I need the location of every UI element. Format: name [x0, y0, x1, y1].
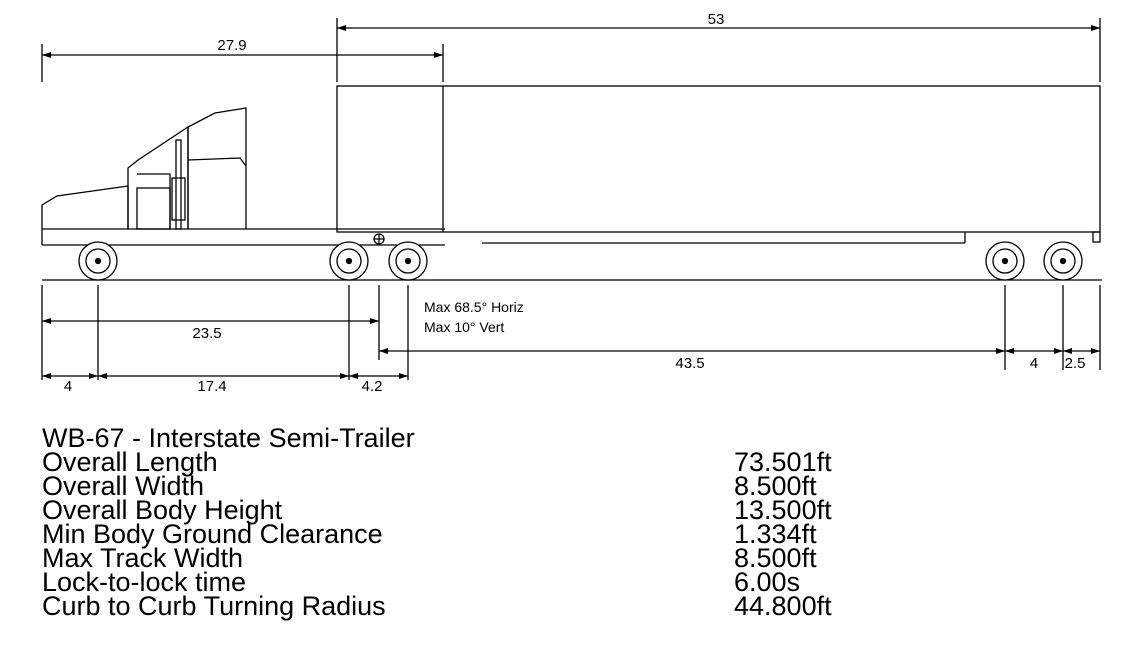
trailer — [336, 85, 1101, 244]
spec-row-overall-width: Overall Width 8.500ft — [42, 471, 1102, 501]
drive-wheel-2 — [388, 241, 428, 281]
spec-label: Lock-to-lock time — [42, 567, 247, 597]
dimension-lines-bottom — [41, 285, 1101, 380]
spec-label: Overall Length — [42, 447, 218, 477]
spec-row-overall-length: Overall Length 73.501ft — [42, 447, 1102, 477]
dim-tractor-length: 27.9 — [217, 37, 246, 54]
spec-value: 8.500ft — [734, 471, 817, 501]
drive-wheel-1 — [329, 241, 369, 281]
vehicle-specs: WB-67 - Interstate Semi-Trailer Overall … — [42, 423, 1102, 621]
wheels — [78, 241, 1083, 281]
spec-value: 8.500ft — [734, 543, 817, 573]
dim-tractor-wheelbase: 17.4 — [197, 378, 226, 395]
dim-front-to-kingpin: 23.5 — [192, 325, 221, 342]
spec-row-turning-radius: Curb to Curb Turning Radius 44.800ft — [42, 591, 1102, 621]
dim-front-overhang: 4 — [64, 378, 72, 395]
spec-row-lock-time: Lock-to-lock time 6.00s — [42, 567, 1102, 597]
dim-rear-overhang: 2.5 — [1065, 355, 1086, 372]
spec-row-ground-clearance: Min Body Ground Clearance 1.334ft — [42, 519, 1102, 549]
vehicle-diagram: 53 27.9 23.5 43.5 4 2.5 4 17.4 4.2 Max 6… — [41, 11, 1102, 395]
dim-trailer-length: 53 — [708, 11, 725, 28]
dim-kingpin-offset: 4.2 — [362, 378, 383, 395]
trailer-wheel-2 — [1043, 241, 1083, 281]
spec-value: 44.800ft — [734, 591, 832, 621]
spec-label: Max Track Width — [42, 543, 244, 573]
vehicle-title: WB-67 - Interstate Semi-Trailer — [42, 423, 415, 453]
spec-value: 1.334ft — [734, 519, 817, 549]
articulation-horizontal: Max 68.5° Horiz — [424, 299, 524, 315]
spec-label: Overall Width — [42, 471, 205, 501]
spec-row-track-width: Max Track Width 8.500ft — [42, 543, 1102, 573]
spec-value: 6.00s — [734, 567, 801, 597]
trailer-wheel-1 — [985, 241, 1025, 281]
spec-label: Overall Body Height — [42, 495, 283, 525]
dimension-lines-top — [41, 18, 1101, 82]
dim-kingpin-to-rear-axle: 43.5 — [675, 355, 704, 372]
spec-row-body-height: Overall Body Height 13.500ft — [42, 495, 1102, 525]
spec-label: Curb to Curb Turning Radius — [42, 591, 386, 621]
spec-value: 13.500ft — [734, 495, 832, 525]
front-wheel — [78, 241, 118, 281]
spec-label: Min Body Ground Clearance — [42, 519, 383, 549]
dim-rear-axle-spacing: 4 — [1030, 355, 1038, 372]
articulation-vertical: Max 10° Vert — [424, 319, 504, 335]
spec-value: 73.501ft — [734, 447, 832, 477]
